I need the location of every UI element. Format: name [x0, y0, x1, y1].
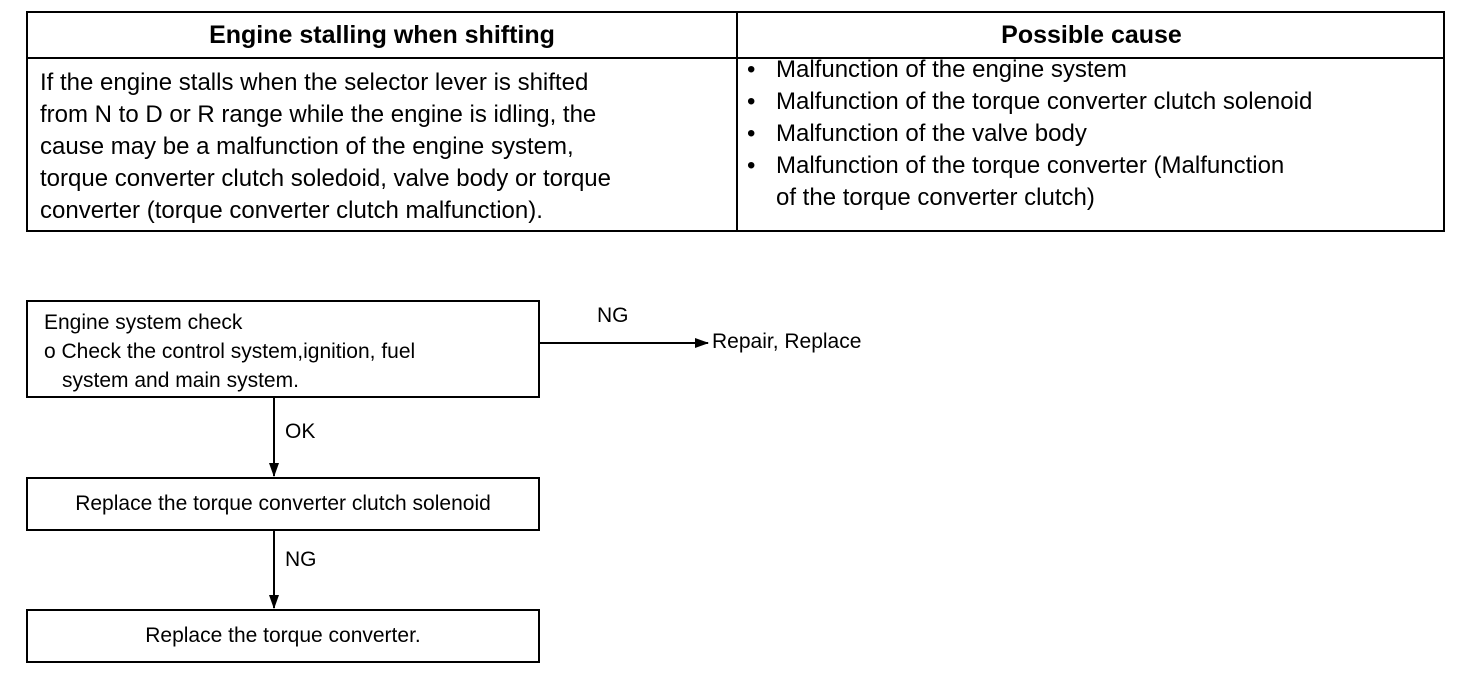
symptom-line: from N to D or R range while the engine …: [40, 101, 597, 128]
cause-item: • Malfunction of the engine system: [742, 54, 1412, 86]
symptom-line: converter (torque converter clutch malfu…: [40, 197, 543, 224]
symptom-line: torque converter clutch soledoid, valve …: [40, 165, 611, 192]
possible-cause-list: • Malfunction of the engine system • Mal…: [742, 54, 1412, 214]
cause-item: • Malfunction of the valve body: [742, 118, 1412, 150]
cause-text: Malfunction of the torque converter clut…: [776, 88, 1313, 115]
replace-converter-text: Replace the torque converter.: [145, 624, 421, 647]
symptom-header: Engine stalling when shifting: [209, 21, 555, 49]
ng-label-engine-check: NG: [597, 304, 629, 327]
cause-item: • Malfunction of the torque converter (M…: [742, 150, 1412, 182]
cause-text: Malfunction of the engine system: [776, 56, 1127, 83]
table-header-divider: [28, 57, 1443, 59]
bullet-icon: •: [747, 152, 756, 179]
engine-system-check-box: Engine system check o Check the control …: [26, 300, 540, 398]
replace-solenoid-text: Replace the torque converter clutch sole…: [75, 492, 491, 515]
cause-text: Malfunction of the torque converter (Mal…: [776, 152, 1285, 179]
cause-header: Possible cause: [1001, 21, 1182, 49]
bullet-icon: •: [747, 56, 756, 83]
cause-text: of the torque converter clutch): [776, 184, 1095, 211]
engine-check-title: Engine system check: [44, 311, 243, 334]
symptom-line: If the engine stalls when the selector l…: [40, 69, 589, 96]
table-column-divider: [736, 13, 738, 230]
repair-replace-label: Repair, Replace: [712, 330, 862, 353]
engine-check-detail: o Check the control system,ignition, fue…: [44, 340, 416, 363]
bullet-icon: •: [747, 88, 756, 115]
bullet-icon: •: [747, 120, 756, 147]
cause-item: • Malfunction of the torque converter cl…: [742, 86, 1412, 118]
ng-label-solenoid: NG: [285, 548, 317, 571]
replace-solenoid-box: Replace the torque converter clutch sole…: [26, 477, 540, 531]
symptom-cause-table: Engine stalling when shifting Possible c…: [26, 11, 1445, 232]
ok-label: OK: [285, 420, 316, 443]
replace-converter-box: Replace the torque converter.: [26, 609, 540, 663]
engine-check-detail-continued: system and main system.: [62, 369, 299, 392]
cause-item-continuation: of the torque converter clutch): [742, 182, 1412, 214]
symptom-line: cause may be a malfunction of the engine…: [40, 133, 574, 160]
cause-text: Malfunction of the valve body: [776, 120, 1087, 147]
symptom-description: If the engine stalls when the selector l…: [40, 67, 730, 227]
